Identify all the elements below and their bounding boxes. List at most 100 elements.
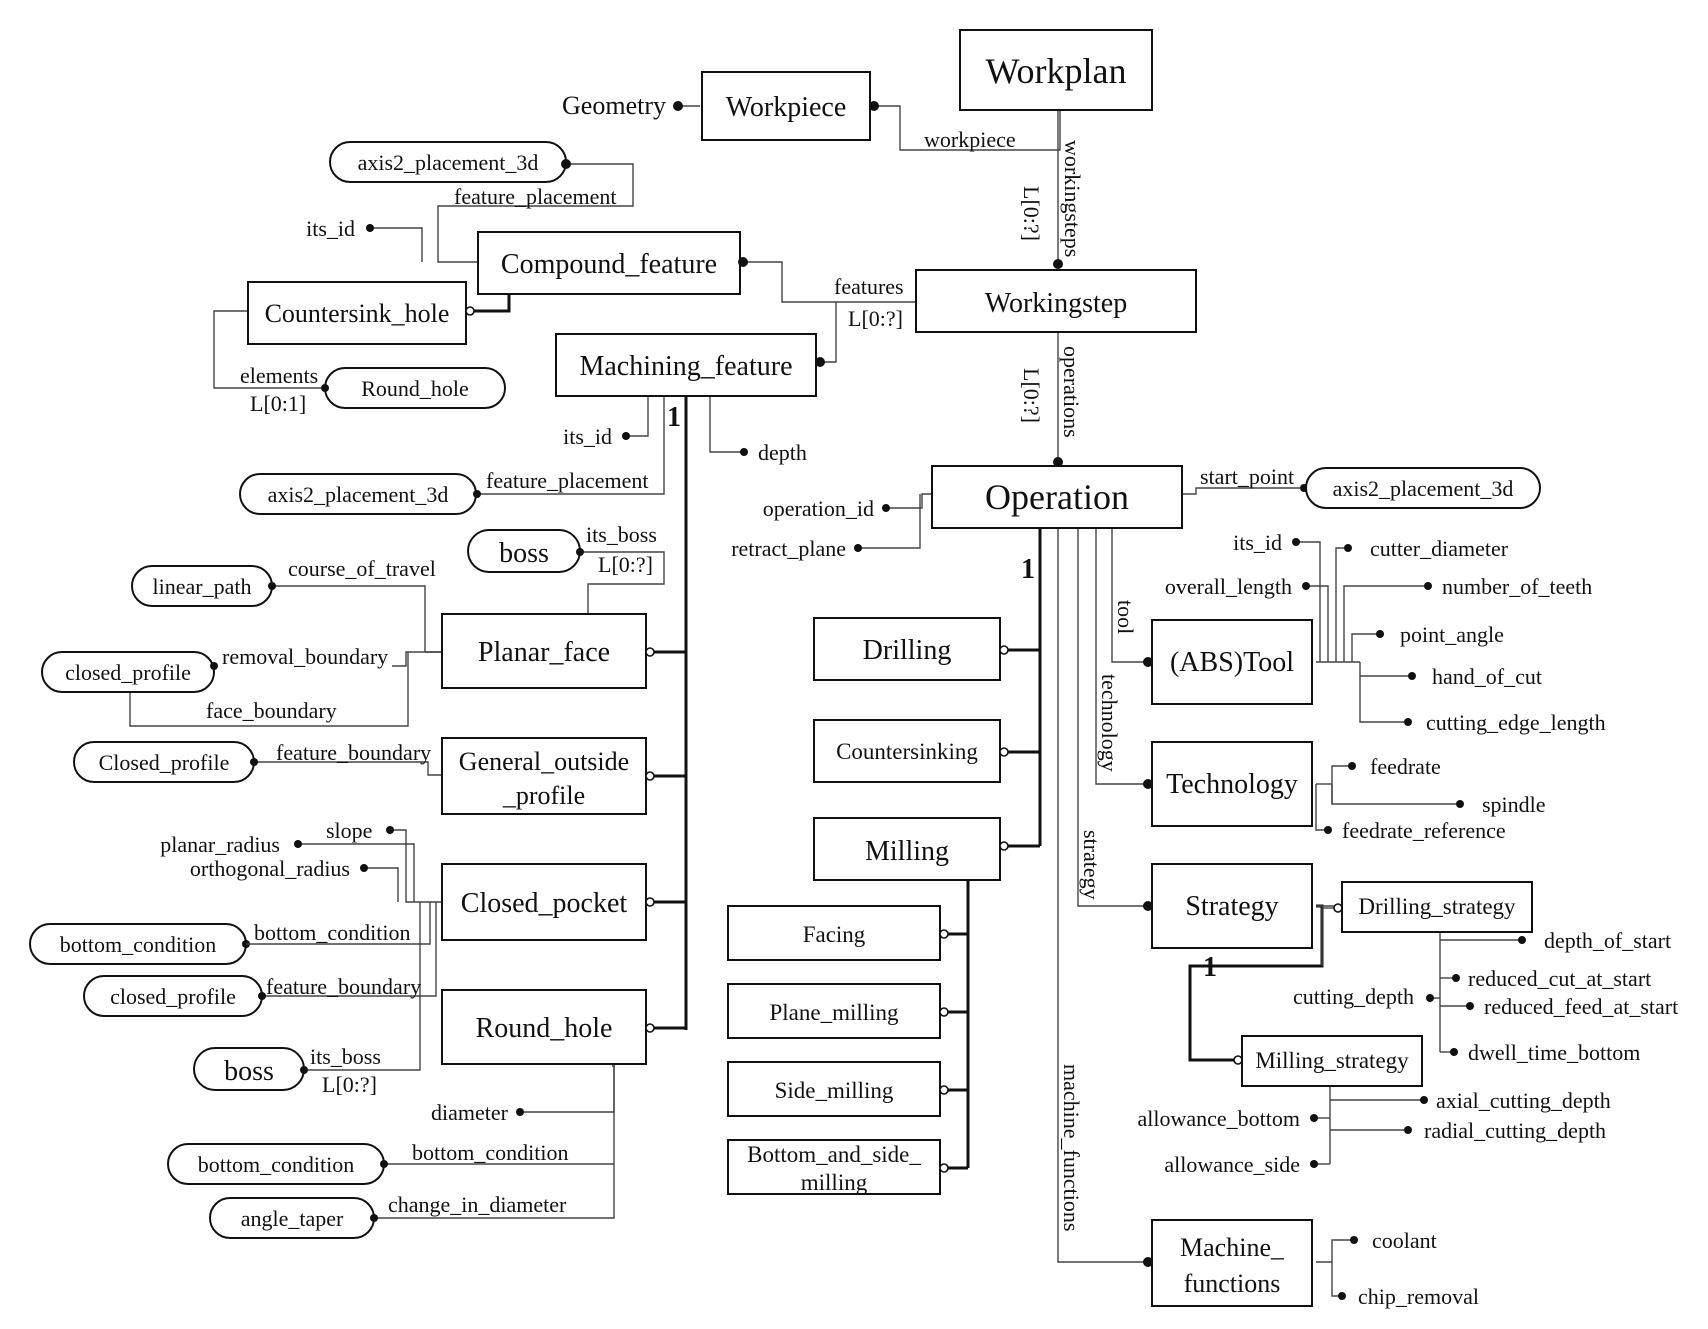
label-its-id-c: its_id <box>1233 530 1282 555</box>
label-feedrate-reference: feedrate_reference <box>1342 818 1506 843</box>
label-radial-cutting-depth: radial_cutting_depth <box>1424 1118 1606 1143</box>
svg-text:Closed_profile: Closed_profile <box>99 750 230 775</box>
svg-text:milling: milling <box>801 1170 868 1195</box>
label-features: features <box>834 274 904 299</box>
svg-text:angle_taper: angle_taper <box>241 1206 344 1231</box>
connectors-left <box>129 394 744 1219</box>
label-l-operations: L[0:?] <box>1019 368 1044 423</box>
label-operation-id: operation_id <box>763 496 874 521</box>
label-operations: operations <box>1059 346 1084 438</box>
type-bottom-condition-b: bottom_condition <box>167 1143 385 1185</box>
label-allowance-side: allowance_side <box>1164 1152 1300 1177</box>
label-one-a: 1 <box>667 402 681 433</box>
label-spindle: spindle <box>1482 792 1546 817</box>
label-slope: slope <box>326 818 372 843</box>
label-removal-boundary: removal_boundary <box>222 644 388 669</box>
label-its-boss-b: its_boss <box>310 1044 381 1069</box>
label-number-of-teeth: number_of_teeth <box>1442 574 1592 599</box>
label-l-workingsteps: L[0:?] <box>1019 186 1044 241</box>
svg-text:Facing: Facing <box>803 922 866 947</box>
type-boss-a: boss <box>467 529 581 573</box>
svg-text:Countersink_hole: Countersink_hole <box>265 299 450 328</box>
label-tool: tool <box>1113 600 1138 634</box>
svg-text:Closed_pocket: Closed_pocket <box>461 888 628 919</box>
svg-text:Milling: Milling <box>865 836 949 867</box>
entity-workingstep: Workingstep <box>915 269 1197 333</box>
type-axis2-placement-3d-c: axis2_placement_3d <box>1305 467 1541 509</box>
entity-side-milling: Side_milling <box>727 1061 941 1117</box>
label-orthogonal-radius: orthogonal_radius <box>190 856 350 881</box>
svg-text:Milling_strategy: Milling_strategy <box>1255 1048 1409 1073</box>
svg-text:Operation: Operation <box>985 477 1129 517</box>
svg-text:Workingstep: Workingstep <box>985 288 1127 319</box>
entity-workpiece: Workpiece <box>701 71 871 141</box>
label-feature-boundary-b: feature_boundary <box>266 974 421 999</box>
label-feedrate: feedrate <box>1370 754 1441 779</box>
svg-text:_profile: _profile <box>502 781 585 810</box>
label-depth: depth <box>758 440 807 465</box>
entity-technology: Technology <box>1151 741 1313 827</box>
entity-closed-pocket: Closed_pocket <box>441 863 647 941</box>
label-course-of-travel: course_of_travel <box>288 556 436 581</box>
svg-text:functions: functions <box>1184 1269 1281 1298</box>
svg-text:Machine_: Machine_ <box>1180 1233 1285 1262</box>
label-elements: elements <box>240 363 318 388</box>
label-axial-cutting-depth: axial_cutting_depth <box>1436 1088 1611 1113</box>
label-allowance-bottom: allowance_bottom <box>1137 1106 1300 1131</box>
entity-machining-feature: Machining_feature <box>555 333 817 397</box>
label-l-features: L[0:?] <box>848 306 903 331</box>
label-one-b: 1 <box>1021 554 1035 585</box>
type-closed-profile-b: Closed_profile <box>73 741 255 783</box>
svg-text:Side_milling: Side_milling <box>775 1078 894 1103</box>
entity-strategy: Strategy <box>1151 863 1313 949</box>
entity-planar-face: Planar_face <box>441 613 647 689</box>
entity-general-outside-profile: General_outside _profile <box>441 737 647 815</box>
label-point-angle: point_angle <box>1400 622 1504 647</box>
svg-text:Compound_feature: Compound_feature <box>501 249 717 280</box>
label-retract-plane: retract_plane <box>731 536 846 561</box>
label-one-c: 1 <box>1203 952 1217 983</box>
label-its-boss-a: its_boss <box>586 522 657 547</box>
label-its-id-b: its_id <box>563 424 612 449</box>
svg-text:axis2_placement_3d: axis2_placement_3d <box>358 150 539 175</box>
svg-text:General_outside: General_outside <box>459 747 629 776</box>
svg-text:Workpiece: Workpiece <box>726 92 847 123</box>
svg-text:Drilling_strategy: Drilling_strategy <box>1358 894 1516 919</box>
label-feature-placement-a: feature_placement <box>454 184 616 209</box>
label-geometry: Geometry <box>562 91 666 120</box>
type-closed-profile-a: closed_profile <box>41 651 215 693</box>
svg-text:(ABS)Tool: (ABS)Tool <box>1170 647 1294 678</box>
svg-text:Plane_milling: Plane_milling <box>769 1000 899 1025</box>
label-workpiece: workpiece <box>924 127 1016 152</box>
label-start-point: start_point <box>1200 464 1294 489</box>
label-l-elements: L[0:1] <box>250 391 306 416</box>
label-diameter: diameter <box>431 1100 509 1125</box>
label-face-boundary: face_boundary <box>206 698 337 723</box>
svg-text:Round_hole: Round_hole <box>361 376 469 401</box>
label-bottom-condition-a: bottom_condition <box>254 920 410 945</box>
svg-text:axis2_placement_3d: axis2_placement_3d <box>268 482 449 507</box>
label-cutter-diameter: cutter_diameter <box>1370 536 1509 561</box>
svg-text:axis2_placement_3d: axis2_placement_3d <box>1333 476 1514 501</box>
svg-text:boss: boss <box>499 538 549 569</box>
entity-drilling-strategy: Drilling_strategy <box>1341 881 1533 933</box>
label-l-its-boss-b: L[0:?] <box>322 1072 377 1097</box>
label-change-in-diameter: change_in_diameter <box>388 1192 567 1217</box>
entity-compound-feature: Compound_feature <box>477 231 741 295</box>
label-hand-of-cut: hand_of_cut <box>1432 664 1542 689</box>
svg-text:closed_profile: closed_profile <box>65 660 191 685</box>
label-bottom-condition-b: bottom_condition <box>412 1140 568 1165</box>
svg-text:Round_hole: Round_hole <box>476 1013 613 1044</box>
label-coolant: coolant <box>1372 1228 1437 1253</box>
type-linear-path: linear_path <box>131 565 273 607</box>
label-chip-removal: chip_removal <box>1358 1284 1479 1309</box>
entity-machine-functions: Machine_ functions <box>1151 1219 1313 1307</box>
type-axis2-placement-3d-a: axis2_placement_3d <box>329 141 567 183</box>
type-round-hole: Round_hole <box>324 367 506 409</box>
connectors-right <box>1188 541 1522 1297</box>
label-technology: technology <box>1097 674 1122 772</box>
entity-workplan: Workplan <box>959 29 1153 111</box>
type-boss-b: boss <box>193 1047 305 1091</box>
svg-text:bottom_condition: bottom_condition <box>60 932 216 957</box>
connectors-center <box>858 487 1300 1263</box>
